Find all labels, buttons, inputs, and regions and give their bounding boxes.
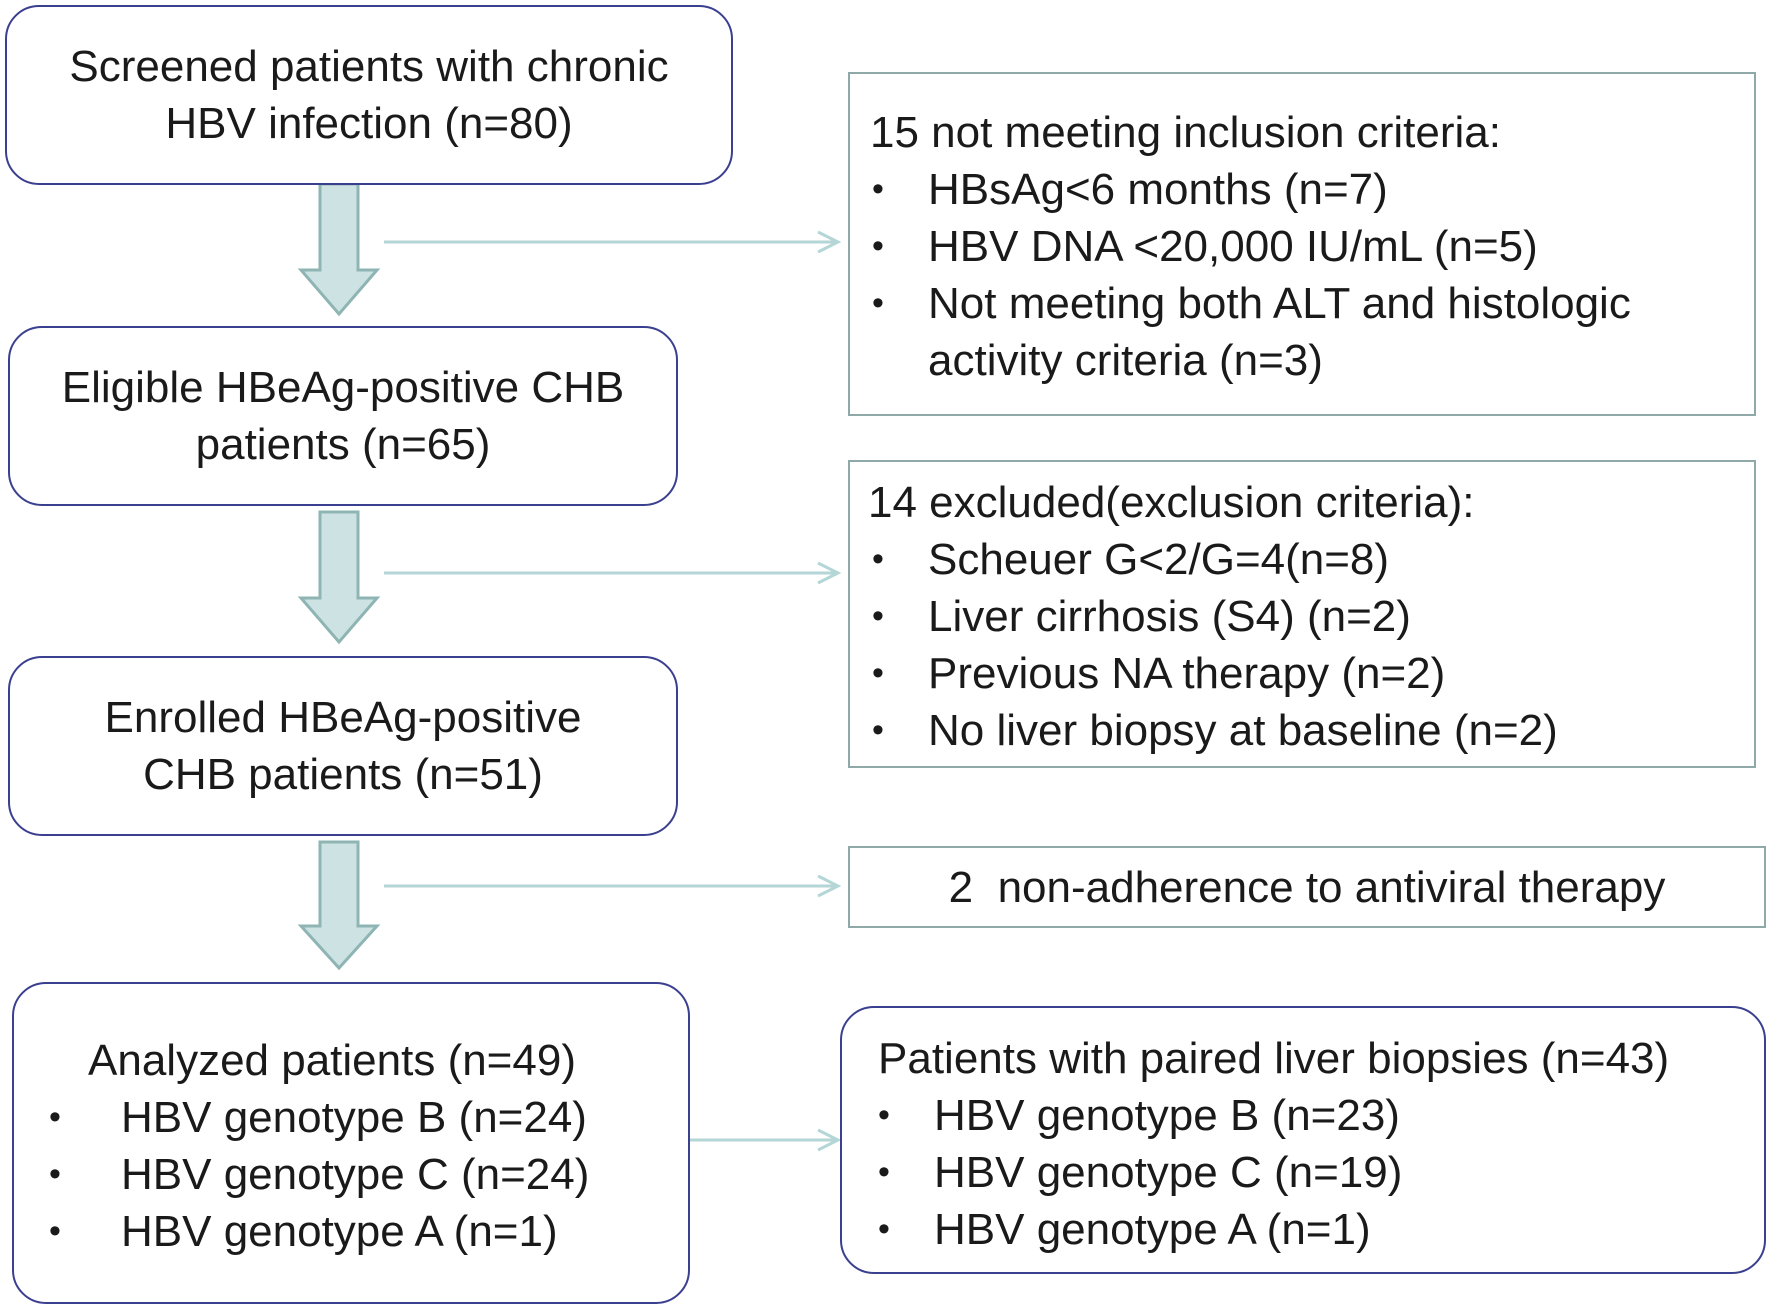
down-arrow-2 (297, 510, 381, 645)
paired-biopsies-box: Patients with paired liver biopsies (n=4… (840, 1006, 1766, 1274)
non-adherence-text: 2 non-adherence to antiviral therapy (948, 862, 1666, 912)
eligible-line-1: Eligible HBeAg-positive CHB (61, 363, 625, 412)
list-item: •HBV genotype B (n=24) (49, 1089, 589, 1146)
connector-arrow-2 (384, 561, 842, 585)
paired-title: Patients with paired liver biopsies (n=4… (878, 1034, 1670, 1083)
bullet-icon: • (872, 540, 884, 578)
bullet-icon: • (49, 1155, 61, 1193)
eligible-line-2: patients (n=65) (195, 420, 491, 469)
excluded-title: 14 excluded(exclusion criteria): (868, 478, 1475, 527)
list-item: •Previous NA therapy (n=2) (872, 645, 1558, 702)
bullet-icon: • (872, 170, 884, 208)
excluded-criteria-box: 14 excluded(exclusion criteria): •Scheue… (848, 460, 1756, 768)
screened-patients-box: Screened patients with chronic HBV infec… (5, 5, 733, 185)
analyzed-patients-box: Analyzed patients (n=49) •HBV genotype B… (12, 982, 690, 1304)
down-arrow-3 (297, 840, 381, 971)
screened-line-2: HBV infection (n=80) (165, 99, 573, 148)
list-item: •HBV genotype B (n=23) (878, 1087, 1402, 1144)
list-item: •HBsAg<6 months (n=7) (872, 161, 1631, 218)
list-item: •HBV genotype A (n=1) (49, 1203, 589, 1260)
list-item: •Not meeting both ALT and histologic (872, 275, 1631, 332)
list-item: •Scheuer G<2/G=4(n=8) (872, 531, 1558, 588)
enrolled-line-2: CHB patients (n=51) (143, 750, 543, 799)
bullet-icon: • (872, 654, 884, 692)
connector-arrow-3 (384, 874, 842, 898)
non-adherence-box: 2 non-adherence to antiviral therapy (848, 846, 1766, 928)
not-meeting-list: •HBsAg<6 months (n=7) •HBV DNA <20,000 I… (872, 161, 1631, 389)
list-item: •HBV DNA <20,000 IU/mL (n=5) (872, 218, 1631, 275)
list-item: •HBV genotype C (n=24) (49, 1146, 589, 1203)
bullet-icon: • (872, 711, 884, 749)
bullet-icon: • (878, 1210, 890, 1248)
bullet-icon: • (872, 227, 884, 265)
enrolled-line-1: Enrolled HBeAg-positive (104, 693, 582, 742)
bullet-icon: • (878, 1096, 890, 1134)
eligible-patients-box: Eligible HBeAg-positive CHB patients (n=… (8, 326, 678, 506)
paired-genotype-list: •HBV genotype B (n=23) •HBV genotype C (… (878, 1087, 1402, 1258)
list-item: •No liver biopsy at baseline (n=2) (872, 702, 1558, 759)
bullet-icon: • (49, 1212, 61, 1250)
connector-arrow-4 (690, 1128, 842, 1152)
list-item: •HBV genotype A (n=1) (878, 1201, 1402, 1258)
not-meeting-criteria-box: 15 not meeting inclusion criteria: •HBsA… (848, 72, 1756, 416)
connector-arrow-1 (384, 230, 842, 254)
not-meeting-title: 15 not meeting inclusion criteria: (870, 108, 1501, 157)
list-item-continuation: activity criteria (n=3) (928, 336, 1323, 385)
enrolled-patients-box: Enrolled HBeAg-positive CHB patients (n=… (8, 656, 678, 836)
bullet-icon: • (872, 597, 884, 635)
bullet-icon: • (878, 1153, 890, 1191)
down-arrow-1 (297, 182, 381, 317)
list-item: •HBV genotype C (n=19) (878, 1144, 1402, 1201)
list-item: •Liver cirrhosis (S4) (n=2) (872, 588, 1558, 645)
analyzed-genotype-list: •HBV genotype B (n=24) •HBV genotype C (… (49, 1089, 589, 1260)
excluded-list: •Scheuer G<2/G=4(n=8) •Liver cirrhosis (… (872, 531, 1558, 759)
analyzed-title: Analyzed patients (n=49) (88, 1036, 576, 1085)
bullet-icon: • (49, 1098, 61, 1136)
screened-line-1: Screened patients with chronic (69, 42, 669, 91)
bullet-icon: • (872, 284, 884, 322)
